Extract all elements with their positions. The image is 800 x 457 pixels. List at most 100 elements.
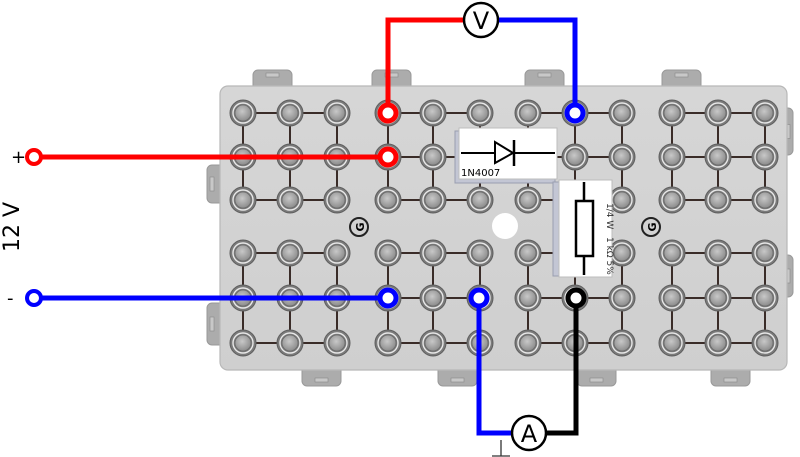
socket-hole bbox=[709, 104, 727, 122]
plugs bbox=[377, 102, 587, 309]
socket bbox=[374, 186, 402, 214]
socket-highlight bbox=[564, 146, 586, 168]
socket-hole bbox=[663, 289, 681, 307]
socket bbox=[514, 329, 542, 357]
socket-highlight bbox=[661, 146, 683, 168]
socket bbox=[229, 186, 257, 214]
socket-hole bbox=[328, 104, 346, 122]
svg-text:G: G bbox=[646, 222, 659, 231]
socket bbox=[704, 99, 732, 127]
ground-icon bbox=[492, 440, 510, 457]
ammeter[interactable]: A bbox=[510, 414, 548, 452]
socket-highlight bbox=[232, 102, 254, 124]
socket-hole bbox=[424, 148, 442, 166]
logo-right: G bbox=[641, 217, 661, 237]
resistor-power-label: 1/4 W bbox=[604, 203, 614, 229]
socket-highlight bbox=[707, 287, 729, 309]
socket bbox=[608, 143, 636, 171]
socket bbox=[608, 329, 636, 357]
socket-highlight bbox=[517, 287, 539, 309]
socket bbox=[466, 186, 494, 214]
board-tab-slot bbox=[265, 72, 280, 78]
socket bbox=[704, 186, 732, 214]
socket-highlight bbox=[326, 242, 348, 264]
socket-hole bbox=[756, 191, 774, 209]
plus-label: + bbox=[11, 147, 26, 168]
plug-red[interactable] bbox=[377, 102, 399, 124]
socket-hole bbox=[234, 191, 252, 209]
socket bbox=[323, 186, 351, 214]
socket bbox=[323, 239, 351, 267]
plug-blue[interactable] bbox=[468, 287, 490, 309]
wire-voltmeter-positive[interactable] bbox=[385, 17, 464, 113]
svg-text:G: G bbox=[354, 222, 367, 231]
board-tab-slot bbox=[723, 377, 738, 383]
socket-highlight bbox=[661, 189, 683, 211]
plug-blue[interactable] bbox=[377, 287, 399, 309]
plug-black[interactable] bbox=[565, 287, 587, 309]
socket bbox=[419, 143, 447, 171]
socket-hole bbox=[379, 334, 397, 352]
wire-voltmeter-negative[interactable] bbox=[498, 17, 578, 113]
socket bbox=[419, 239, 447, 267]
diode-icon bbox=[494, 140, 515, 165]
board-tab-slot bbox=[674, 72, 689, 78]
socket bbox=[658, 284, 686, 312]
socket-highlight bbox=[661, 102, 683, 124]
socket-hole bbox=[709, 334, 727, 352]
board-tab-slot bbox=[384, 72, 399, 78]
socket-hole bbox=[566, 148, 584, 166]
socket bbox=[608, 284, 636, 312]
socket-highlight bbox=[754, 287, 776, 309]
plug-blue[interactable] bbox=[564, 102, 586, 124]
socket-hole bbox=[663, 104, 681, 122]
board-tab-slot bbox=[589, 377, 604, 383]
socket-highlight bbox=[707, 332, 729, 354]
socket bbox=[658, 186, 686, 214]
diode-component[interactable]: 1N4007 bbox=[454, 127, 558, 184]
socket bbox=[658, 99, 686, 127]
socket-highlight bbox=[232, 242, 254, 264]
socket-hole bbox=[328, 334, 346, 352]
socket-highlight bbox=[377, 332, 399, 354]
socket-highlight bbox=[611, 146, 633, 168]
wire-ammeter-return[interactable] bbox=[546, 298, 579, 436]
socket-highlight bbox=[754, 189, 776, 211]
terminal-positive[interactable] bbox=[25, 148, 43, 166]
socket bbox=[229, 239, 257, 267]
socket-hole bbox=[471, 191, 489, 209]
socket-hole bbox=[663, 244, 681, 262]
resistor-component[interactable]: 1/4 W 1 kΩ 5% bbox=[552, 179, 614, 278]
supply-terminals: + - 12 V bbox=[0, 147, 43, 309]
socket bbox=[323, 99, 351, 127]
socket-hole bbox=[519, 289, 537, 307]
terminal-negative[interactable] bbox=[25, 289, 43, 307]
wire-ammeter-in[interactable] bbox=[476, 298, 512, 436]
socket-hole bbox=[281, 334, 299, 352]
socket-hole bbox=[613, 148, 631, 166]
socket-hole bbox=[663, 191, 681, 209]
socket-highlight bbox=[422, 332, 444, 354]
socket-highlight bbox=[661, 287, 683, 309]
socket bbox=[374, 239, 402, 267]
socket-highlight bbox=[754, 146, 776, 168]
socket-hole bbox=[281, 244, 299, 262]
socket bbox=[466, 99, 494, 127]
socket-hole bbox=[756, 244, 774, 262]
socket-hole bbox=[424, 334, 442, 352]
socket-hole bbox=[756, 289, 774, 307]
socket-hole bbox=[756, 104, 774, 122]
socket-hole bbox=[471, 104, 489, 122]
voltmeter[interactable]: V bbox=[462, 1, 500, 39]
socket bbox=[751, 239, 779, 267]
plug-red[interactable] bbox=[377, 146, 399, 168]
socket-hole bbox=[756, 334, 774, 352]
socket-highlight bbox=[377, 242, 399, 264]
socket-hole bbox=[471, 244, 489, 262]
socket-highlight bbox=[707, 102, 729, 124]
socket-highlight bbox=[422, 102, 444, 124]
socket-highlight bbox=[279, 242, 301, 264]
socket-hole bbox=[328, 244, 346, 262]
board-tab-slot bbox=[209, 316, 215, 332]
